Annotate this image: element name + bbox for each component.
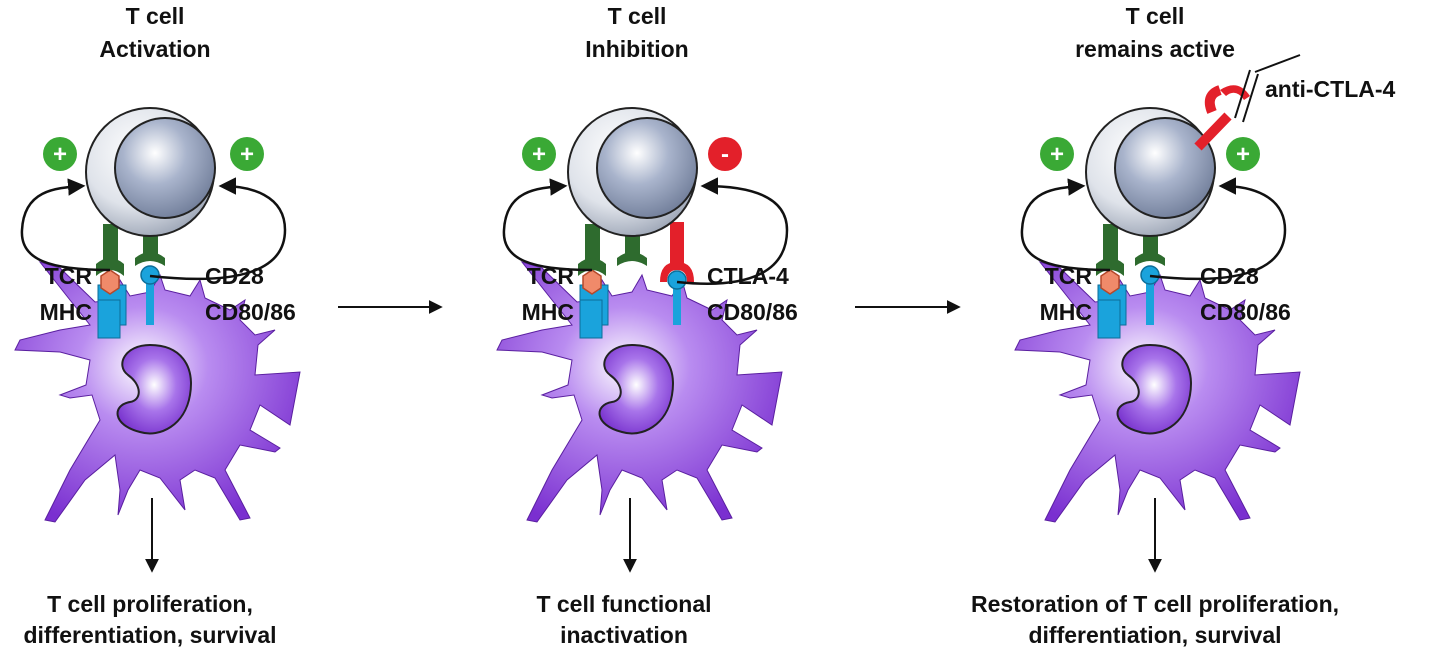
positive-signal-icon xyxy=(522,137,556,171)
positive-signal-icon xyxy=(230,137,264,171)
ctla4-receptor xyxy=(670,222,684,266)
feedback-arrow-left xyxy=(1020,178,1111,272)
dc-nucleus xyxy=(1116,343,1192,435)
panel-title-line2: Inhibition xyxy=(585,36,688,62)
feedback-arrow-right xyxy=(149,177,287,281)
outcome-line2: differentiation, survival xyxy=(23,622,276,648)
mhc-label: MHC xyxy=(522,299,574,325)
ligand-label: CD80/86 xyxy=(707,299,798,325)
outcome-line2: differentiation, survival xyxy=(1028,622,1281,648)
antibody-label: anti-CTLA-4 xyxy=(1265,76,1396,102)
positive-sign: + xyxy=(1050,141,1064,168)
tcr-receptor xyxy=(103,224,118,264)
dendritic-cell xyxy=(14,261,301,523)
t-cell xyxy=(567,107,698,237)
dc-nucleus xyxy=(116,343,192,435)
dendritic-cell xyxy=(1014,261,1301,523)
panel-activation: T cell Activation + + TCR MHC CD28 CD80/… xyxy=(14,3,301,648)
panel-title-line2: remains active xyxy=(1075,36,1235,62)
mhc-label: MHC xyxy=(1040,299,1092,325)
t-cell-nucleus xyxy=(1114,117,1216,219)
feedback-arrow-right xyxy=(1149,177,1287,281)
panel-title-line1: T cell xyxy=(126,3,185,29)
tcr-label: TCR xyxy=(45,263,93,289)
negative-sign: - xyxy=(721,141,729,168)
positive-sign: + xyxy=(53,141,67,168)
antigen-peptide xyxy=(582,269,602,295)
dc-nucleus xyxy=(598,343,674,435)
receptor-label: CTLA-4 xyxy=(707,263,789,289)
antigen-peptide xyxy=(1100,269,1120,295)
receptor-label: CD28 xyxy=(1200,263,1259,289)
tcr-label: TCR xyxy=(1045,263,1093,289)
tcr-receptor xyxy=(1103,224,1118,264)
positive-signal-icon xyxy=(1040,137,1074,171)
panel-remains-active: T cell remains active anti-CTLA-4 xyxy=(971,3,1396,648)
ligand-label: CD80/86 xyxy=(1200,299,1291,325)
anti-ctla4-antibody xyxy=(1194,54,1301,151)
antigen-peptide xyxy=(100,269,120,295)
t-cell-nucleus xyxy=(596,117,698,219)
negative-signal-icon xyxy=(708,137,742,171)
outcome-line1: Restoration of T cell proliferation, xyxy=(971,591,1339,617)
dendritic-cell xyxy=(496,261,783,523)
positive-signal-icon xyxy=(43,137,77,171)
panel-title-line1: T cell xyxy=(1126,3,1185,29)
positive-sign: + xyxy=(240,141,254,168)
feedback-arrow-left xyxy=(20,178,111,272)
t-cell xyxy=(1085,107,1216,237)
feedback-arrow-left xyxy=(502,178,593,272)
outcome-line2: inactivation xyxy=(560,622,688,648)
t-cell-nucleus xyxy=(114,117,216,219)
t-cell xyxy=(85,107,216,237)
positive-sign: + xyxy=(1236,141,1250,168)
positive-signal-icon xyxy=(1226,137,1260,171)
feedback-arrow-right xyxy=(676,177,789,285)
mhc-label: MHC xyxy=(40,299,92,325)
outcome-line1: T cell functional xyxy=(536,591,711,617)
ligand-label: CD80/86 xyxy=(205,299,296,325)
panel-title-line2: Activation xyxy=(99,36,210,62)
tcr-label: TCR xyxy=(527,263,575,289)
positive-sign: + xyxy=(532,141,546,168)
receptor-label: CD28 xyxy=(205,263,264,289)
panel-inhibition: T cell Inhibition + - TCR MHC CTLA-4 CD8… xyxy=(496,3,798,648)
outcome-line1: T cell proliferation, xyxy=(47,591,253,617)
panel-title-line1: T cell xyxy=(608,3,667,29)
tcr-receptor xyxy=(585,224,600,264)
